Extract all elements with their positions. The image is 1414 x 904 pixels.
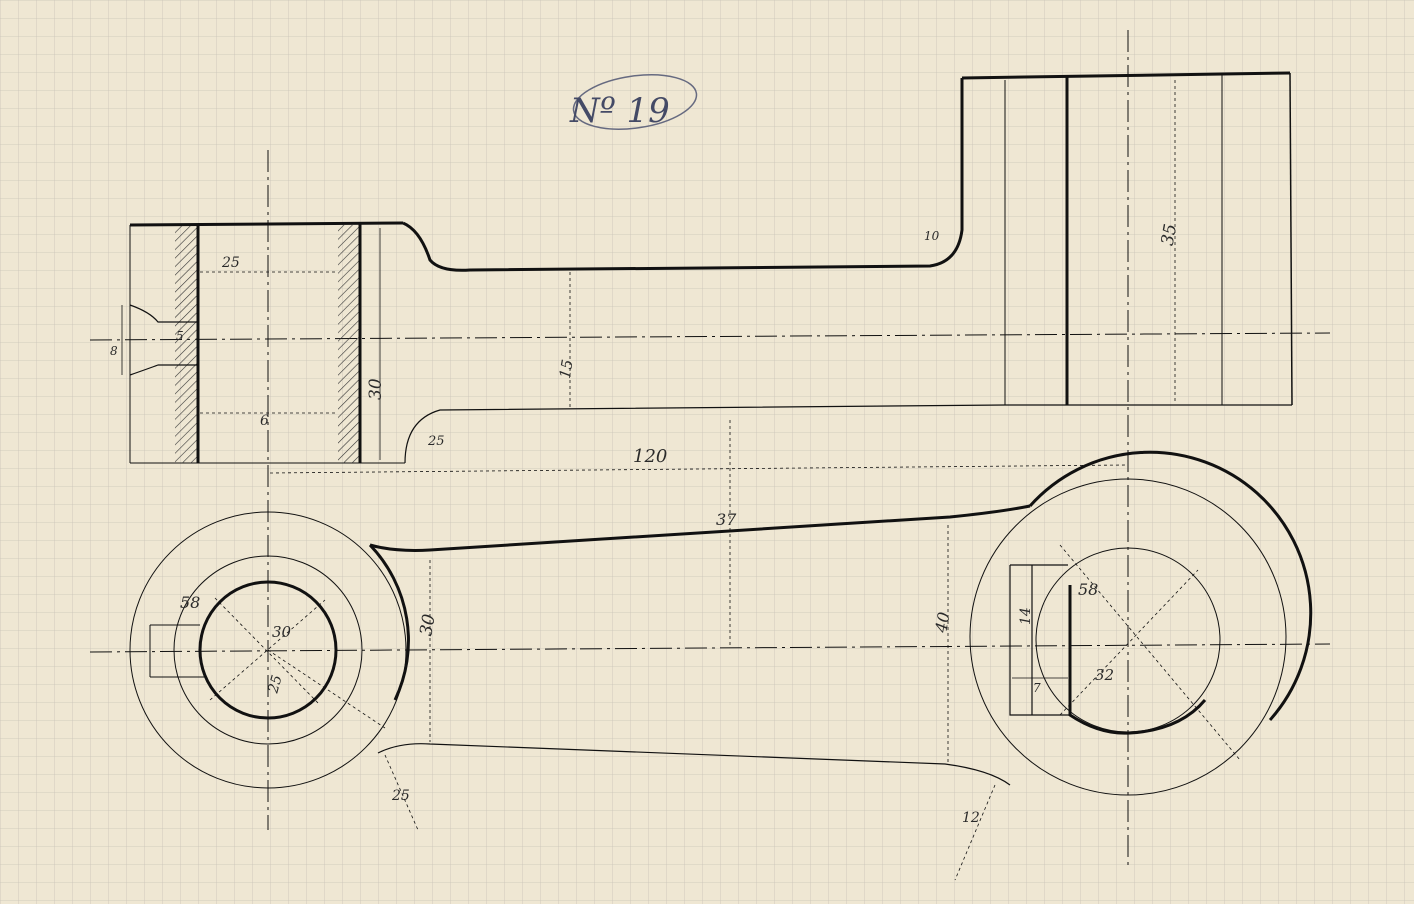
label-40-arm: 40	[931, 611, 953, 635]
dimension-labels: 25 5 8 6 30 15 25 10 35 120 37 30 40 58 …	[110, 222, 1181, 826]
left-hatch-1	[175, 226, 197, 463]
right-hub-top-edge	[961, 71, 1291, 80]
label-37: 37	[716, 510, 737, 529]
dim-diagonal-left-1	[214, 597, 321, 706]
label-30-bore: 30	[272, 623, 292, 641]
right-hub-outer	[969, 478, 1287, 796]
label-30-arm: 30	[416, 612, 439, 637]
left-hub-outer	[129, 511, 407, 789]
label-r25-fillet: 25	[427, 434, 445, 449]
label-14-key: 14	[1018, 607, 1034, 625]
left-bore	[198, 580, 338, 720]
left-hatch-2	[338, 225, 360, 463]
label-15-web: 15	[556, 358, 577, 380]
label-7-key: 7	[1033, 681, 1041, 695]
plan-view-centerline	[89, 643, 1331, 653]
label-r12-lower: 12	[962, 810, 980, 826]
top-view-centerline	[89, 332, 1331, 341]
left-hub-outer-heavy	[368, 543, 410, 701]
label-r25-lower: 25	[391, 788, 410, 804]
label-58-right: 58	[1078, 580, 1098, 599]
dim-leader-25	[384, 754, 419, 831]
dim-diagonal-left-2	[209, 599, 326, 701]
left-keyway	[149, 624, 205, 678]
arm-top-edge	[369, 504, 1031, 552]
title-oval	[572, 74, 698, 130]
left-hub-top-edge	[129, 221, 404, 227]
right-keyway	[1009, 564, 1070, 716]
label-5-hole: 5	[176, 329, 184, 343]
right-bore-heavy	[1068, 585, 1207, 735]
arm-bottom-edge	[377, 743, 1011, 786]
oil-hole	[129, 304, 198, 376]
dim-leader-12	[954, 784, 996, 881]
label-25-left: 25	[221, 255, 240, 271]
arm-top-profile	[402, 78, 964, 272]
label-r10-fillet: 10	[924, 229, 940, 243]
dim-diagonal-right-1	[1059, 544, 1241, 761]
label-58-left: 58	[180, 593, 200, 612]
label-6-bottom: 6	[260, 413, 269, 429]
left-hub-middle	[173, 555, 363, 745]
label-35-right: 35	[1158, 222, 1181, 247]
drawing-number: Nº 19	[569, 91, 670, 131]
label-32-bore: 32	[1095, 666, 1114, 684]
dim-line-120	[269, 464, 1127, 474]
right-hub-right-edge	[1289, 72, 1293, 406]
arm-bottom-profile	[404, 404, 1006, 464]
label-8-side: 8	[110, 344, 118, 358]
right-hub-outer-heavy	[1028, 450, 1313, 721]
plan-view	[89, 420, 1331, 881]
label-25-bore: 25	[265, 673, 285, 695]
label-30-height: 30	[366, 378, 386, 400]
label-120: 120	[633, 446, 667, 467]
